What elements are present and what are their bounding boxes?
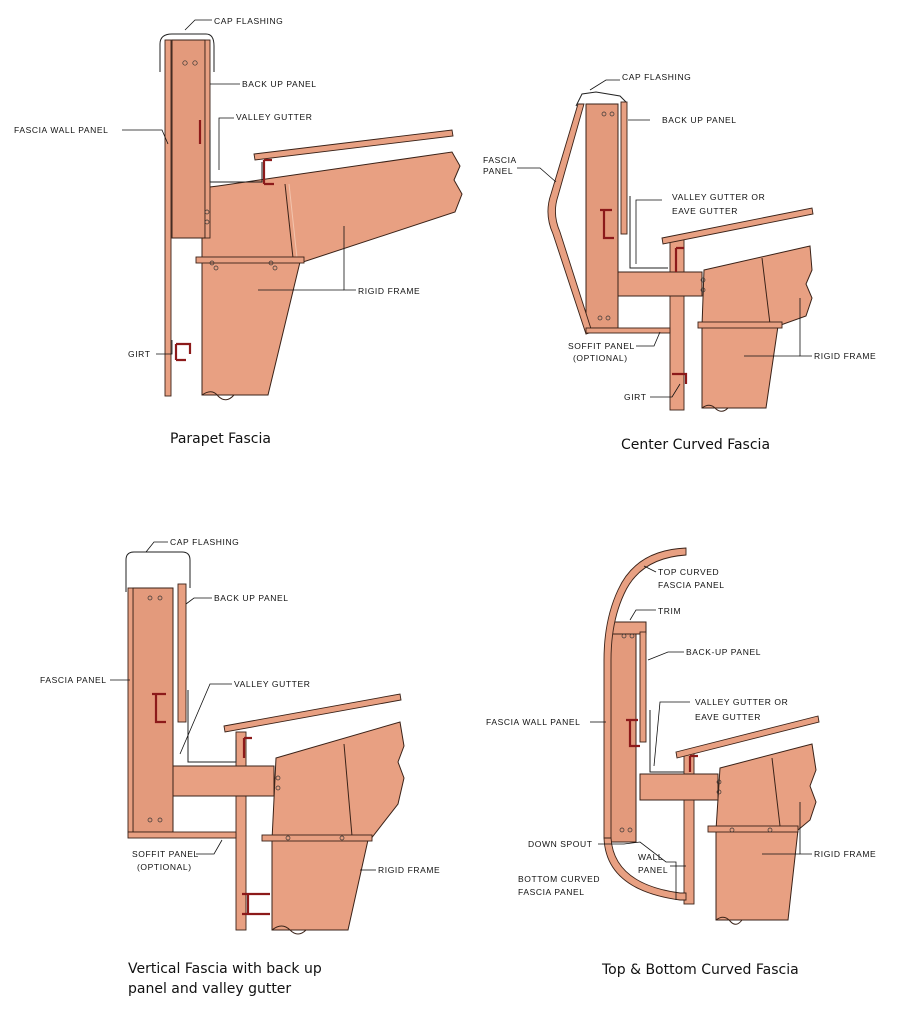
connecting-beam [169,765,275,797]
rigid-frame-rafter [271,721,405,841]
label-back-up-panel: BACK UP PANEL [242,79,317,89]
label-down-spout: DOWN SPOUT [528,839,593,849]
label-top-curved-line1: TOP CURVED [658,567,719,577]
rigid-frame-rafter [715,743,817,831]
connecting-beam [639,773,719,801]
rigid-frame-column [271,839,369,931]
label-fascia-panel: FASCIA PANEL [40,675,107,685]
caption-vertical-fascia-line1: Vertical Fascia with back up [128,961,322,977]
cap-flashing [575,91,627,107]
cap-flashing [125,551,191,592]
label-soffit-panel-line2: (OPTIONAL) [573,353,628,363]
valley-gutter [629,196,668,269]
bottom-curved-fascia-panel [603,837,687,901]
label-rigid-frame: RIGID FRAME [814,351,876,361]
label-girt: GIRT [624,392,647,402]
caption-top-bottom-curved-fascia: Top & Bottom Curved Fascia [601,962,799,978]
valley-gutter [209,130,263,183]
roof-panel [253,129,454,161]
label-fascia-panel-line2: PANEL [483,166,513,176]
label-fascia-panel-line1: FASCIA [483,155,517,165]
label-bottom-curved-line1: BOTTOM CURVED [518,874,600,884]
haunch-plate [195,256,305,264]
label-rigid-frame: RIGID FRAME [358,286,420,296]
wall-column [235,731,247,931]
detail-center-curved-fascia: CAP FLASHING BACK UP PANEL FASCIA PANEL … [483,72,876,453]
label-back-up-panel: BACK UP PANEL [662,115,737,125]
label-valley-gutter-line2: EAVE GUTTER [672,206,738,216]
back-up-panel [177,583,187,723]
label-girt: GIRT [128,349,151,359]
back-up-panel [639,631,647,743]
label-soffit-panel-line1: SOFFIT PANEL [132,849,199,859]
back-up-panel [585,103,619,329]
connecting-beam [615,271,703,297]
fascia-panel [132,587,174,833]
rigid-frame-rafter [701,245,813,327]
label-soffit-panel-line2: (OPTIONAL) [137,862,192,872]
label-bottom-curved-line2: FASCIA PANEL [518,887,585,897]
soffit-panel [585,327,671,334]
label-fascia-wall-panel: FASCIA WALL PANEL [486,717,580,727]
label-cap-flashing: CAP FLASHING [622,72,691,82]
cap-flashing [159,33,215,72]
fascia-panel-block [609,633,637,843]
detail-parapet-fascia: CAP FLASHING BACK UP PANEL VALLEY GUTTER… [14,16,463,447]
label-valley-gutter-line1: VALLEY GUTTER OR [672,192,765,202]
fascia-wall-panel [164,39,172,397]
fascia-panel-curved [547,103,593,335]
label-back-up-panel: BACK-UP PANEL [686,647,761,657]
rigid-frame-column [701,325,779,409]
rigid-frame-column [201,261,301,396]
label-back-up-panel: BACK UP PANEL [214,593,289,603]
label-rigid-frame: RIGID FRAME [378,865,440,875]
rigid-frame-rafter [201,151,463,263]
roof-panel [675,715,820,759]
label-valley-gutter-line1: VALLEY GUTTER OR [695,697,788,707]
roof-panel [661,207,814,245]
label-valley-gutter: VALLEY GUTTER [236,112,312,122]
soffit-panel [127,831,237,839]
detail-vertical-fascia: CAP FLASHING BACK UP PANEL FASCIA PANEL … [40,537,440,997]
label-wall-panel-line2: PANEL [638,865,668,875]
label-soffit-panel-line1: SOFFIT PANEL [568,341,635,351]
label-valley-gutter: VALLEY GUTTER [234,679,310,689]
label-cap-flashing: CAP FLASHING [214,16,283,26]
label-trim: TRIM [658,606,681,616]
label-fascia-wall-panel: FASCIA WALL PANEL [14,125,108,135]
detail-top-bottom-curved-fascia: TOP CURVED FASCIA PANEL TRIM BACK-UP PAN… [486,547,876,978]
valley-gutter [649,710,684,773]
valley-gutter [187,690,237,763]
rigid-frame-column [715,829,799,921]
caption-center-curved-fascia: Center Curved Fascia [621,437,770,453]
caption-parapet-fascia: Parapet Fascia [170,431,271,447]
label-rigid-frame: RIGID FRAME [814,849,876,859]
caption-vertical-fascia-line2: panel and valley gutter [128,981,291,997]
roof-panel [223,693,402,733]
label-cap-flashing: CAP FLASHING [170,537,239,547]
label-top-curved-line2: FASCIA PANEL [658,580,725,590]
label-wall-panel-line1: WALL [638,852,663,862]
label-valley-gutter-line2: EAVE GUTTER [695,712,761,722]
